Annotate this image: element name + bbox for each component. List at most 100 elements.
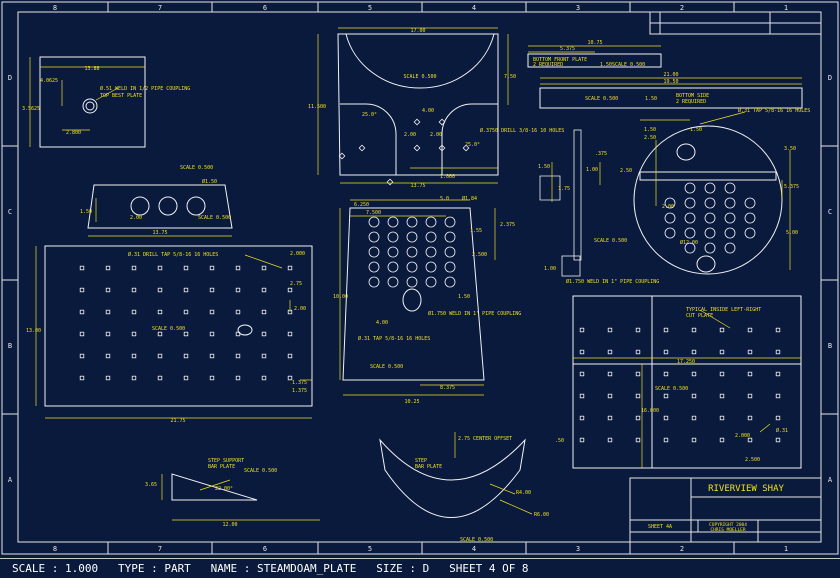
dim: 6.250 xyxy=(354,202,369,208)
dim: 1.000 xyxy=(440,174,455,180)
side-profile xyxy=(539,129,582,277)
dim: 2.50 xyxy=(620,168,632,174)
zone-label-top: 6 xyxy=(263,4,267,12)
hole xyxy=(691,349,697,355)
dim: 2.500 xyxy=(472,252,487,258)
hole xyxy=(684,227,696,239)
hole xyxy=(368,216,380,228)
hole xyxy=(663,393,669,399)
hole xyxy=(105,375,111,381)
hole xyxy=(261,375,267,381)
hole xyxy=(747,371,753,377)
hole xyxy=(131,353,137,359)
hole xyxy=(663,349,669,355)
dim-width: 17.250 xyxy=(677,359,695,365)
hole xyxy=(105,287,111,293)
dim-height: 1.50 xyxy=(80,209,92,215)
hole xyxy=(744,227,756,239)
dim: 5.375 xyxy=(784,184,799,190)
hole xyxy=(635,437,641,443)
hole xyxy=(209,375,215,381)
dim: 8.375 xyxy=(440,385,455,391)
hole xyxy=(406,261,418,273)
hole xyxy=(444,261,456,273)
hole xyxy=(704,197,716,209)
hole xyxy=(704,182,716,194)
note-weld: Ø.51 WELD IN 1/2 PIPE COUPLING xyxy=(100,85,190,92)
dim-length: 21.75 xyxy=(170,418,185,424)
hole xyxy=(235,331,241,337)
hole xyxy=(406,246,418,258)
hole xyxy=(368,231,380,243)
hole xyxy=(79,331,85,337)
hole xyxy=(775,437,781,443)
dim: 5.00 xyxy=(786,230,798,236)
plate-outline xyxy=(87,184,233,229)
hole xyxy=(131,265,137,271)
hole xyxy=(387,216,399,228)
hole xyxy=(261,331,267,337)
hole xyxy=(635,327,641,333)
dim-length: 13.75 xyxy=(152,230,167,236)
pipe-coupling-hole xyxy=(82,98,98,114)
dim-width: 10.75 xyxy=(587,40,602,46)
zone-label-bottom: 5 xyxy=(368,545,372,553)
dim: 1.50 xyxy=(645,96,657,102)
note: TYPICAL INSIDE LEFT-RIGHT xyxy=(686,307,761,313)
hole-pattern xyxy=(79,265,293,381)
copyright-line1: COPYRIGHT 2004 xyxy=(709,522,747,528)
dim-height: 13.00 xyxy=(26,328,41,334)
hole xyxy=(747,437,753,443)
hole xyxy=(663,371,669,377)
hole xyxy=(79,265,85,271)
hole xyxy=(131,331,137,337)
view-slot-plate: Ø1.50 1.50 2.00 SCALE 0.500 13.75 xyxy=(80,178,233,237)
zone-label-top: 3 xyxy=(576,4,580,12)
part-sub: BAR PLATE xyxy=(208,464,235,470)
hole xyxy=(635,393,641,399)
hole-pattern xyxy=(664,182,756,254)
dim-hole: Ø1.50 xyxy=(202,178,217,185)
dim-height: 3.5625 xyxy=(22,106,40,112)
hole xyxy=(744,212,756,224)
company-name: RIVERVIEW SHAY xyxy=(708,484,784,494)
hole xyxy=(157,375,163,381)
hole xyxy=(747,327,753,333)
hole xyxy=(684,182,696,194)
hole xyxy=(387,246,399,258)
zone-label-top: 7 xyxy=(158,4,162,12)
hole xyxy=(157,353,163,359)
zone-label-top: 1 xyxy=(784,4,788,12)
dim: 2.00 xyxy=(130,215,142,221)
note-holes: Ø.31 TAP 5/8-16 16 HOLES xyxy=(738,107,810,114)
dim-width: 19.50 xyxy=(663,79,678,85)
scale-label: SCALE 0.500 xyxy=(370,364,403,370)
dim: 2.50 xyxy=(644,135,656,141)
zone-label-top: 8 xyxy=(53,4,57,12)
center-hole xyxy=(237,324,253,336)
hole xyxy=(664,227,676,239)
dim-height: 11.500 xyxy=(308,104,326,110)
hole xyxy=(704,227,716,239)
hole xyxy=(444,216,456,228)
zone-label-side: B xyxy=(828,342,832,350)
dim-offset: 2.800 xyxy=(66,130,81,136)
dim: 1.00 xyxy=(544,266,556,272)
hole xyxy=(747,415,753,421)
dim: 2.75 xyxy=(290,281,302,287)
dim: 1.375 xyxy=(292,380,307,386)
dim: 1.00 xyxy=(586,167,598,173)
dim: 1.75 xyxy=(558,186,570,192)
hole xyxy=(183,353,189,359)
part-qty: 2 REQUIRED xyxy=(676,99,706,105)
hole xyxy=(444,246,456,258)
hole xyxy=(287,287,293,293)
hole xyxy=(183,287,189,293)
zone-labels: 8 7 6 5 4 3 2 1 8 7 6 5 4 3 2 1 D C B A … xyxy=(8,4,833,553)
zone-label-bottom: 8 xyxy=(53,545,57,553)
hole xyxy=(607,415,613,421)
zone-label-bottom: 6 xyxy=(263,545,267,553)
plate-outline xyxy=(379,438,526,518)
hole xyxy=(719,349,725,355)
